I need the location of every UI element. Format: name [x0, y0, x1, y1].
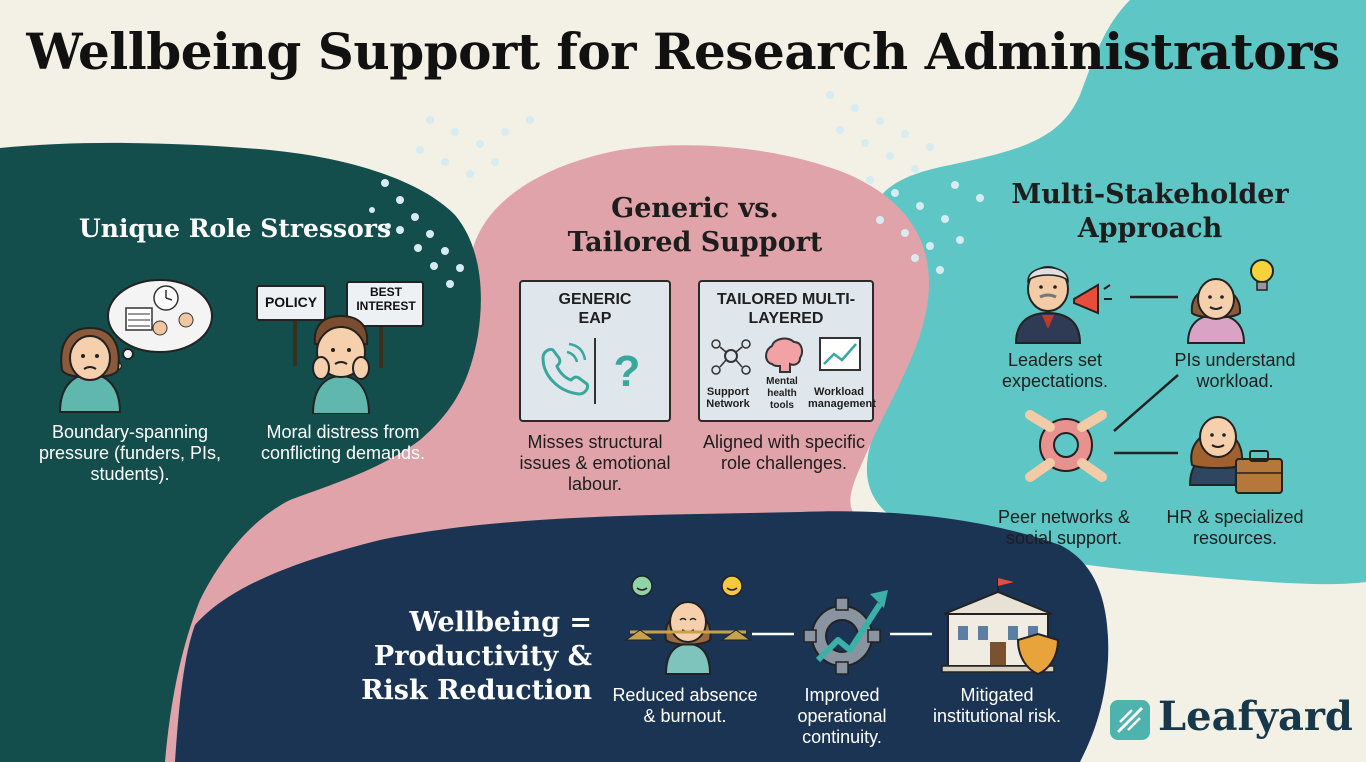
leader-megaphone-icon — [1014, 266, 1112, 344]
leaf-logo-icon — [1110, 700, 1150, 740]
worried-person-icon — [58, 279, 213, 413]
mental-health-icon — [765, 337, 803, 373]
peer-hands-icon — [1025, 410, 1107, 482]
stakeholder-caption-leaders: Leaders set expectations. — [1001, 350, 1109, 391]
page-title: Wellbeing Support for Research Administr… — [26, 22, 1340, 81]
tailored-card: TAILORED MULTI-LAYERED Support Network M… — [698, 280, 876, 422]
tailored-caption: Aligned with specific role challenges. — [702, 432, 866, 473]
brand-name: Leafyard — [1158, 693, 1353, 740]
tool-support-network: Support Network — [706, 386, 750, 410]
outcome-icons — [624, 575, 1060, 676]
generic-caption: Misses structural issues & emotional lab… — [519, 432, 671, 494]
pi-lightbulb-icon — [1186, 259, 1274, 344]
outcome-caption-absence: Reduced absence & burnout. — [612, 685, 758, 726]
outcome-caption-continuity: Improved operational continuity. — [797, 685, 887, 747]
tailored-label: TAILORED MULTI-LAYERED — [716, 291, 856, 327]
outcome-caption-risk: Mitigated institutional risk. — [932, 685, 1062, 726]
best-interest-sign-label: BEST INTEREST — [356, 285, 416, 313]
turquoise-blob — [866, 0, 1366, 585]
stakeholder-caption-peers: Peer networks & social support. — [997, 507, 1131, 548]
svg-text:?: ? — [614, 347, 641, 396]
outcomes-heading: Wellbeing = Productivity & Risk Reductio… — [361, 607, 592, 706]
balance-person-icon — [624, 575, 752, 675]
generic-eap-card: GENERIC EAP ? — [519, 280, 671, 422]
stakeholder-caption-pis: PIs understand workload. — [1174, 350, 1296, 391]
stressor-caption-2: Moral distress from conflicting demands. — [260, 422, 426, 463]
stakeholder-icons — [1014, 259, 1283, 494]
stressors-heading: Unique Role Stressors — [78, 214, 392, 243]
gear-growth-icon — [803, 590, 888, 675]
institution-shield-icon — [941, 578, 1060, 676]
stressor-caption-1: Boundary-spanning pressure (funders, PIs… — [38, 422, 222, 484]
stakeholder-caption-hr: HR & specialized resources. — [1166, 507, 1304, 548]
stakeholders-heading: Multi-Stakeholder Approach — [1011, 179, 1289, 244]
tool-workload: Workload management — [808, 386, 876, 410]
dot-pattern — [369, 91, 984, 288]
workload-icon — [819, 337, 861, 371]
tool-mental-health: Mental health tools — [766, 376, 798, 411]
generic-eap-label: GENERIC EAP — [558, 291, 632, 327]
policy-sign-label: POLICY — [264, 294, 318, 310]
distressed-person-icon — [256, 281, 424, 414]
phone-question-icon: ? — [541, 338, 641, 404]
tailored-tools-icons — [711, 337, 861, 375]
support-heading: Generic vs. Tailored Support — [567, 193, 823, 258]
support-network-icon — [711, 339, 751, 375]
hr-briefcase-icon — [1188, 416, 1283, 494]
